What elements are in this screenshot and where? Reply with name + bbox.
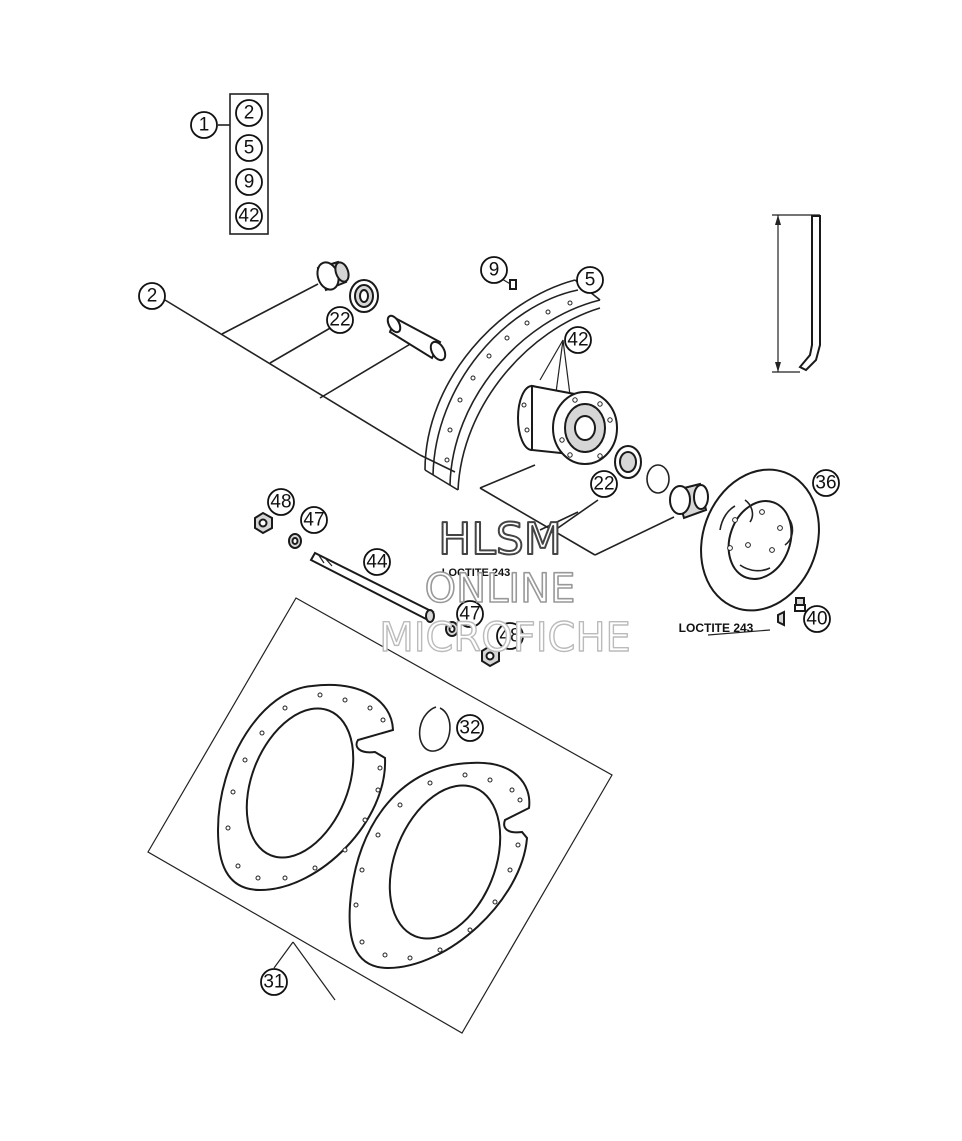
svg-text:32: 32 [459, 718, 480, 739]
loctite-label-disc: LOCTITE 243 [679, 621, 754, 635]
nut-right [481, 644, 500, 668]
callout-kit-5[interactable]: 5 [235, 134, 263, 162]
circlip-right [646, 464, 670, 494]
rim [424, 279, 601, 491]
svg-text:44: 44 [366, 552, 388, 573]
svg-text:42: 42 [238, 206, 259, 227]
svg-text:22: 22 [329, 310, 350, 331]
callout-22-top[interactable]: 22 [326, 306, 354, 334]
kit-box: 1 2 5 9 42 [190, 93, 269, 235]
brake-disc [700, 468, 820, 612]
callout-1[interactable]: 1 [190, 111, 218, 139]
callout-kit-2[interactable]: 2 [235, 99, 263, 127]
svg-text:42: 42 [567, 330, 588, 351]
callout-48-left[interactable]: 48 [267, 488, 295, 516]
snap-ring [418, 706, 451, 752]
svg-text:MICROFICHE: MICROFICHE [379, 615, 631, 661]
callout-2[interactable]: 2 [138, 282, 166, 310]
disc-screw [777, 597, 806, 627]
svg-text:5: 5 [244, 138, 255, 159]
bearing-right [614, 445, 642, 479]
callout-47-right[interactable]: 47 [456, 600, 484, 628]
svg-text:48: 48 [270, 492, 291, 513]
callout-44[interactable]: 44 [363, 548, 391, 576]
svg-text:31: 31 [263, 972, 284, 993]
callout-42[interactable]: 42 [564, 326, 592, 354]
svg-text:HLSM: HLSM [438, 514, 562, 565]
svg-text:ONLINE: ONLINE [425, 566, 576, 612]
callout-36[interactable]: 36 [812, 469, 840, 497]
callout-22-bottom[interactable]: 22 [590, 470, 618, 498]
distance-tube [386, 314, 447, 362]
callout-kit-42[interactable]: 42 [235, 202, 263, 230]
svg-text:1: 1 [199, 115, 210, 136]
spacer-left [316, 260, 350, 292]
callout-9[interactable]: 9 [480, 256, 508, 284]
callout-kit-9[interactable]: 9 [235, 168, 263, 196]
callout-32[interactable]: 32 [456, 714, 484, 742]
svg-text:22: 22 [593, 474, 614, 495]
svg-text:47: 47 [303, 510, 324, 531]
svg-text:5: 5 [585, 270, 596, 291]
callout-31[interactable]: 31 [260, 968, 288, 996]
callout-48-right[interactable]: 48 [496, 622, 524, 650]
bearing-left [349, 279, 379, 313]
svg-text:9: 9 [244, 172, 255, 193]
spacer-right [669, 482, 709, 520]
callout-40[interactable]: 40 [803, 605, 831, 633]
svg-text:36: 36 [815, 473, 836, 494]
gasket-panel [147, 597, 613, 1034]
svg-text:2: 2 [244, 103, 255, 124]
washer-left [288, 533, 302, 549]
callout-47-left[interactable]: 47 [300, 506, 328, 534]
svg-text:9: 9 [489, 260, 500, 281]
svg-text:47: 47 [459, 604, 480, 625]
callout-5[interactable]: 5 [576, 266, 604, 294]
svg-text:48: 48 [499, 626, 520, 647]
washer-right [445, 621, 459, 637]
axle [309, 551, 435, 623]
svg-text:2: 2 [147, 286, 158, 307]
hub [517, 384, 618, 465]
loctite-label-axle: LOCTITE 243 [442, 567, 510, 579]
svg-text:40: 40 [806, 609, 827, 630]
watermark: HLSM ONLINE MICROFICHE [378, 513, 631, 662]
nipple [509, 279, 517, 290]
spoke-detail [772, 214, 821, 373]
nut-left [254, 511, 273, 535]
